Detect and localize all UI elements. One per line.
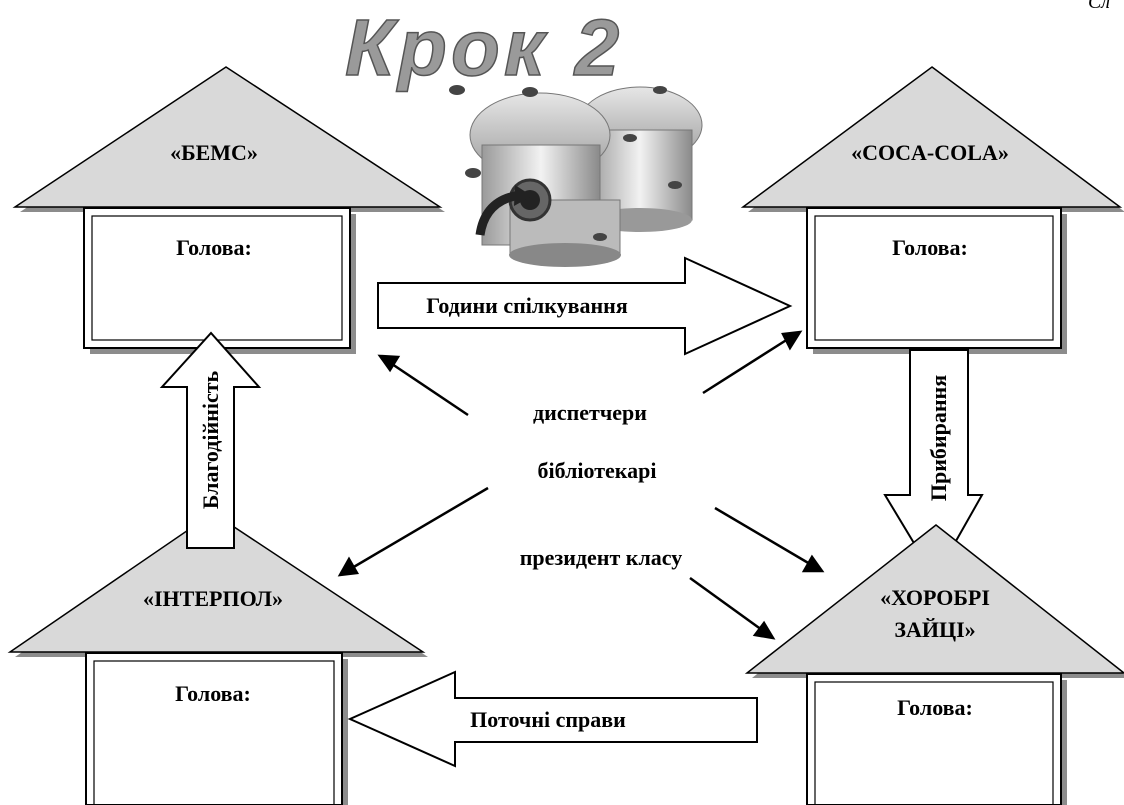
arrow-cleaning-label: Прибирання [926,375,951,501]
arrow-current-affairs: Поточні справи [347,670,758,768]
house-interpol-head-label: Голова: [175,681,251,706]
house-interpol-body [85,652,343,805]
house-zaitsi-name-line2: ЗАЙЦІ» [894,617,975,642]
role-class-president: президент класу [520,545,683,570]
arrow-charity-label: Благодійність [198,370,223,509]
arrow-charity: Благодійність [159,331,262,549]
role-connectors [337,330,825,640]
arrow-charity-shape [159,331,262,549]
house-cocacola: «COCA-COLA» Голова: [740,66,1124,354]
house-cocacola-head-label: Голова: [892,235,968,260]
house-bems-name: «БЕМС» [170,140,258,165]
role-dispatchers: диспетчери [533,400,647,425]
connector-to-zaitsi [801,554,825,573]
house-interpol: «ІНТЕРПОЛ» Голова: [7,512,428,805]
connector-to-interpol [337,556,360,577]
arrow-current-affairs-shape [347,670,758,768]
role-librarians: бібліотекарі [538,458,657,483]
arrow-communication: Години спілкування [377,256,793,356]
connector-to-bems [377,354,401,373]
page-title: Крок 2 [345,3,623,92]
connector-president-to-zaitsi [752,620,776,640]
arrow-cleaning: Прибирання [883,349,984,580]
arrow-cleaning-shape [883,349,984,580]
house-bems-body [83,207,351,349]
house-zaitsi-name-line1: «ХОРОБРІ [880,585,990,610]
house-cocacola-roof [740,66,1123,208]
arrow-communication-shape [377,256,793,356]
beehive-illustration [449,85,703,267]
house-zaitsi-head-label: Голова: [897,695,973,720]
house-cocacola-body [806,207,1062,349]
house-zaitsi: «ХОРОБРІ ЗАЙЦІ» Голова: [744,524,1124,805]
house-bems-head-label: Голова: [176,235,252,260]
corner-text: Сл [1088,0,1110,13]
arrow-communication-label: Години спілкування [426,293,628,318]
connector-to-cocacola [781,330,803,351]
arrow-current-affairs-label: Поточні справи [470,707,626,732]
house-bems: «БЕМС» Голова: [12,66,445,354]
house-zaitsi-body [806,673,1062,805]
house-interpol-name: «ІНТЕРПОЛ» [143,586,283,611]
house-cocacola-name: «COCA-COLA» [851,140,1009,165]
